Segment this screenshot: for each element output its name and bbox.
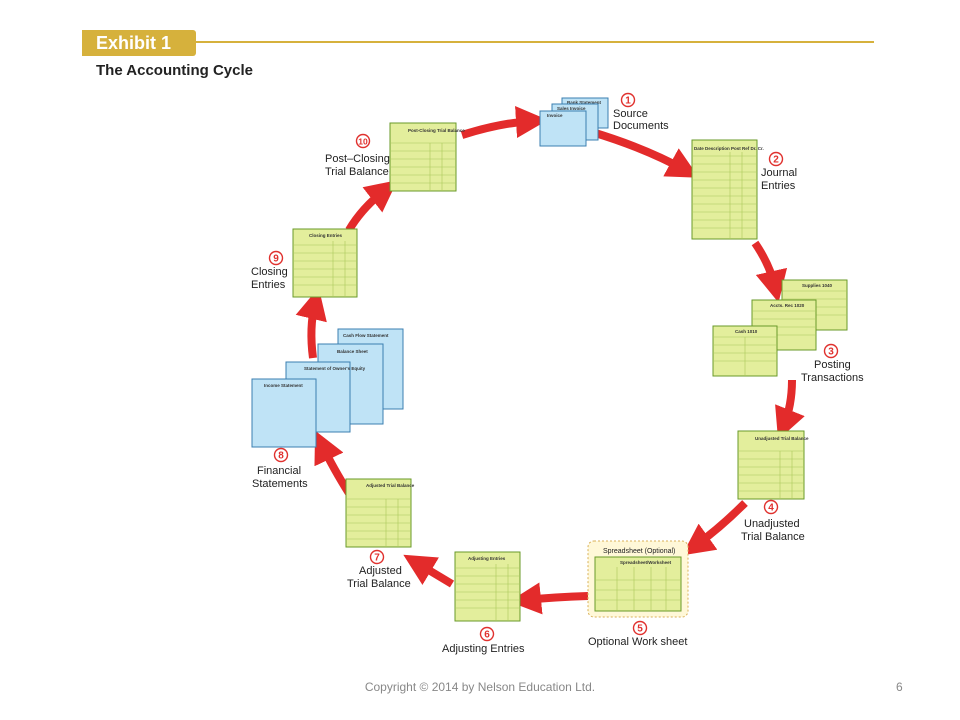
step-2-label-line-2: Entries xyxy=(761,180,796,192)
adjusting-entries-document: Adjusting Entries xyxy=(454,551,521,622)
arrow-2-to-3 xyxy=(751,240,788,303)
ledger-stack: Supplies 1040 Accts. Rec 1020 Cash 1010 xyxy=(712,279,848,377)
journal-document: Date Description Post Ref Dr. Cr. xyxy=(691,139,764,240)
step-2: 2 Journal Entries xyxy=(761,151,797,192)
step-8-label-line-2: Statements xyxy=(252,478,308,490)
step-4-label-line-1: Unadjusted xyxy=(744,518,800,530)
adjusted-tb-title: Adjusted Trial Balance xyxy=(366,483,415,488)
arrow-9-to-10 xyxy=(345,180,398,233)
step-8-number-circle xyxy=(273,447,289,463)
step-9: 9 Closing Entries xyxy=(251,250,288,291)
ledger-label-2: Accts. Rec 1020 xyxy=(770,303,805,308)
step-9-label-line-1: Closing xyxy=(251,266,288,278)
step-4-number: 4 xyxy=(768,503,774,514)
exhibit-tab: Exhibit 1 xyxy=(82,30,196,56)
step-5-label-line-1: Optional Work sheet xyxy=(588,636,687,648)
step-8: 8 Financial Statements xyxy=(252,447,308,490)
step-6-number-circle xyxy=(479,626,495,642)
statement-label-2: Balance Sheet xyxy=(337,349,368,354)
arrow-5-to-6 xyxy=(509,582,589,615)
arrow-10-to-1 xyxy=(460,106,548,139)
step-1-label-line-1: Source xyxy=(613,108,648,120)
source-doc-label-3: Invoice xyxy=(547,113,563,118)
source-doc-label-1: Bank Statement xyxy=(567,100,602,105)
step-3-label-line-1: Posting xyxy=(814,359,851,371)
step-1-number-circle xyxy=(620,92,636,108)
unadjusted-tb-title: Unadjusted Trial Balance xyxy=(755,436,809,441)
step-3: 3 Posting Transactions xyxy=(801,343,864,384)
journal-header: Date Description Post Ref Dr. Cr. xyxy=(694,146,764,151)
step-1-label-line-2: Documents xyxy=(613,120,669,132)
step-8-label-line-1: Financial xyxy=(257,465,301,477)
ledger-label-1: Supplies 1040 xyxy=(802,283,833,288)
adjusted-trial-balance-document: Adjusted Trial Balance xyxy=(345,478,415,548)
step-2-number: 2 xyxy=(773,155,779,166)
step-4-number-circle xyxy=(763,499,779,515)
step-9-number: 9 xyxy=(273,254,279,265)
page-title: The Accounting Cycle xyxy=(96,62,253,79)
ledger-label-3: Cash 1010 xyxy=(735,329,758,334)
step-7-number: 7 xyxy=(374,553,380,564)
spreadsheet-document: Spreadsheet (Optional) Spreadsheet/Works… xyxy=(587,540,689,618)
step-8-number: 8 xyxy=(278,451,284,462)
step-2-label-line-1: Journal xyxy=(761,167,797,179)
financial-statements-stack: Cash Flow Statement Balance Sheet Statem… xyxy=(251,328,404,448)
step-7-number-circle xyxy=(369,549,385,565)
step-6-label-line-1: Adjusting Entries xyxy=(442,643,525,655)
arrow-4-to-5 xyxy=(682,500,748,556)
step-3-number: 3 xyxy=(828,347,834,358)
step-10: 10 Post–Closing Trial Balance xyxy=(325,133,390,178)
step-5: 5 Optional Work sheet xyxy=(588,620,687,648)
step-10-number: 10 xyxy=(358,137,368,147)
header-rule xyxy=(196,41,874,43)
adjusting-entries-title: Adjusting Entries xyxy=(468,556,506,561)
step-9-label-line-2: Entries xyxy=(251,279,286,291)
closing-entries-title: Closing Entries xyxy=(309,233,343,238)
statement-label-4: Income Statement xyxy=(264,383,303,388)
copyright-footer: Copyright © 2014 by Nelson Education Ltd… xyxy=(364,680,596,694)
step-7-label-line-2: Trial Balance xyxy=(347,578,411,590)
step-1-number: 1 xyxy=(625,96,631,107)
step-5-number-circle xyxy=(632,620,648,636)
arrow-1-to-2 xyxy=(590,128,700,178)
closing-entries-document: Closing Entries xyxy=(292,228,358,298)
step-9-number-circle xyxy=(268,250,284,266)
step-4: 4 Unadjusted Trial Balance xyxy=(741,499,805,543)
step-2-number-circle xyxy=(768,151,784,167)
arrow-8-to-9 xyxy=(295,287,327,359)
post-closing-trial-balance-document: Post-Closing Trial Balance xyxy=(389,122,465,192)
spreadsheet-subtitle: Spreadsheet/Worksheet xyxy=(620,560,672,565)
step-5-number: 5 xyxy=(637,624,643,635)
spreadsheet-title: Spreadsheet (Optional) xyxy=(603,548,675,555)
step-10-number-circle xyxy=(355,133,371,149)
step-7-label-line-1: Adjusted xyxy=(359,565,402,577)
arrow-3-to-4 xyxy=(775,379,805,440)
step-10-label-line-2: Trial Balance xyxy=(325,166,389,178)
step-6-number: 6 xyxy=(484,630,490,641)
statement-label-1: Cash Flow Statement xyxy=(343,333,389,338)
source-doc-label-2: Sales Invoice xyxy=(557,106,586,111)
step-1: 1 Source Documents xyxy=(613,92,669,132)
step-3-number-circle xyxy=(823,343,839,359)
statement-label-3: Statement of Owner's Equity xyxy=(304,366,366,371)
page-number: 6 xyxy=(896,680,903,694)
step-7: 7 Adjusted Trial Balance xyxy=(347,549,411,590)
arrow-6-to-7 xyxy=(403,554,455,588)
step-3-label-line-2: Transactions xyxy=(801,372,864,384)
source-documents-stack: Bank Statement Sales Invoice Invoice xyxy=(539,97,609,147)
step-6: 6 Adjusting Entries xyxy=(442,626,525,655)
post-closing-tb-title: Post-Closing Trial Balance xyxy=(408,128,465,133)
step-4-label-line-2: Trial Balance xyxy=(741,531,805,543)
step-10-label-line-1: Post–Closing xyxy=(325,153,390,165)
unadjusted-trial-balance-document: Unadjusted Trial Balance xyxy=(737,430,809,500)
